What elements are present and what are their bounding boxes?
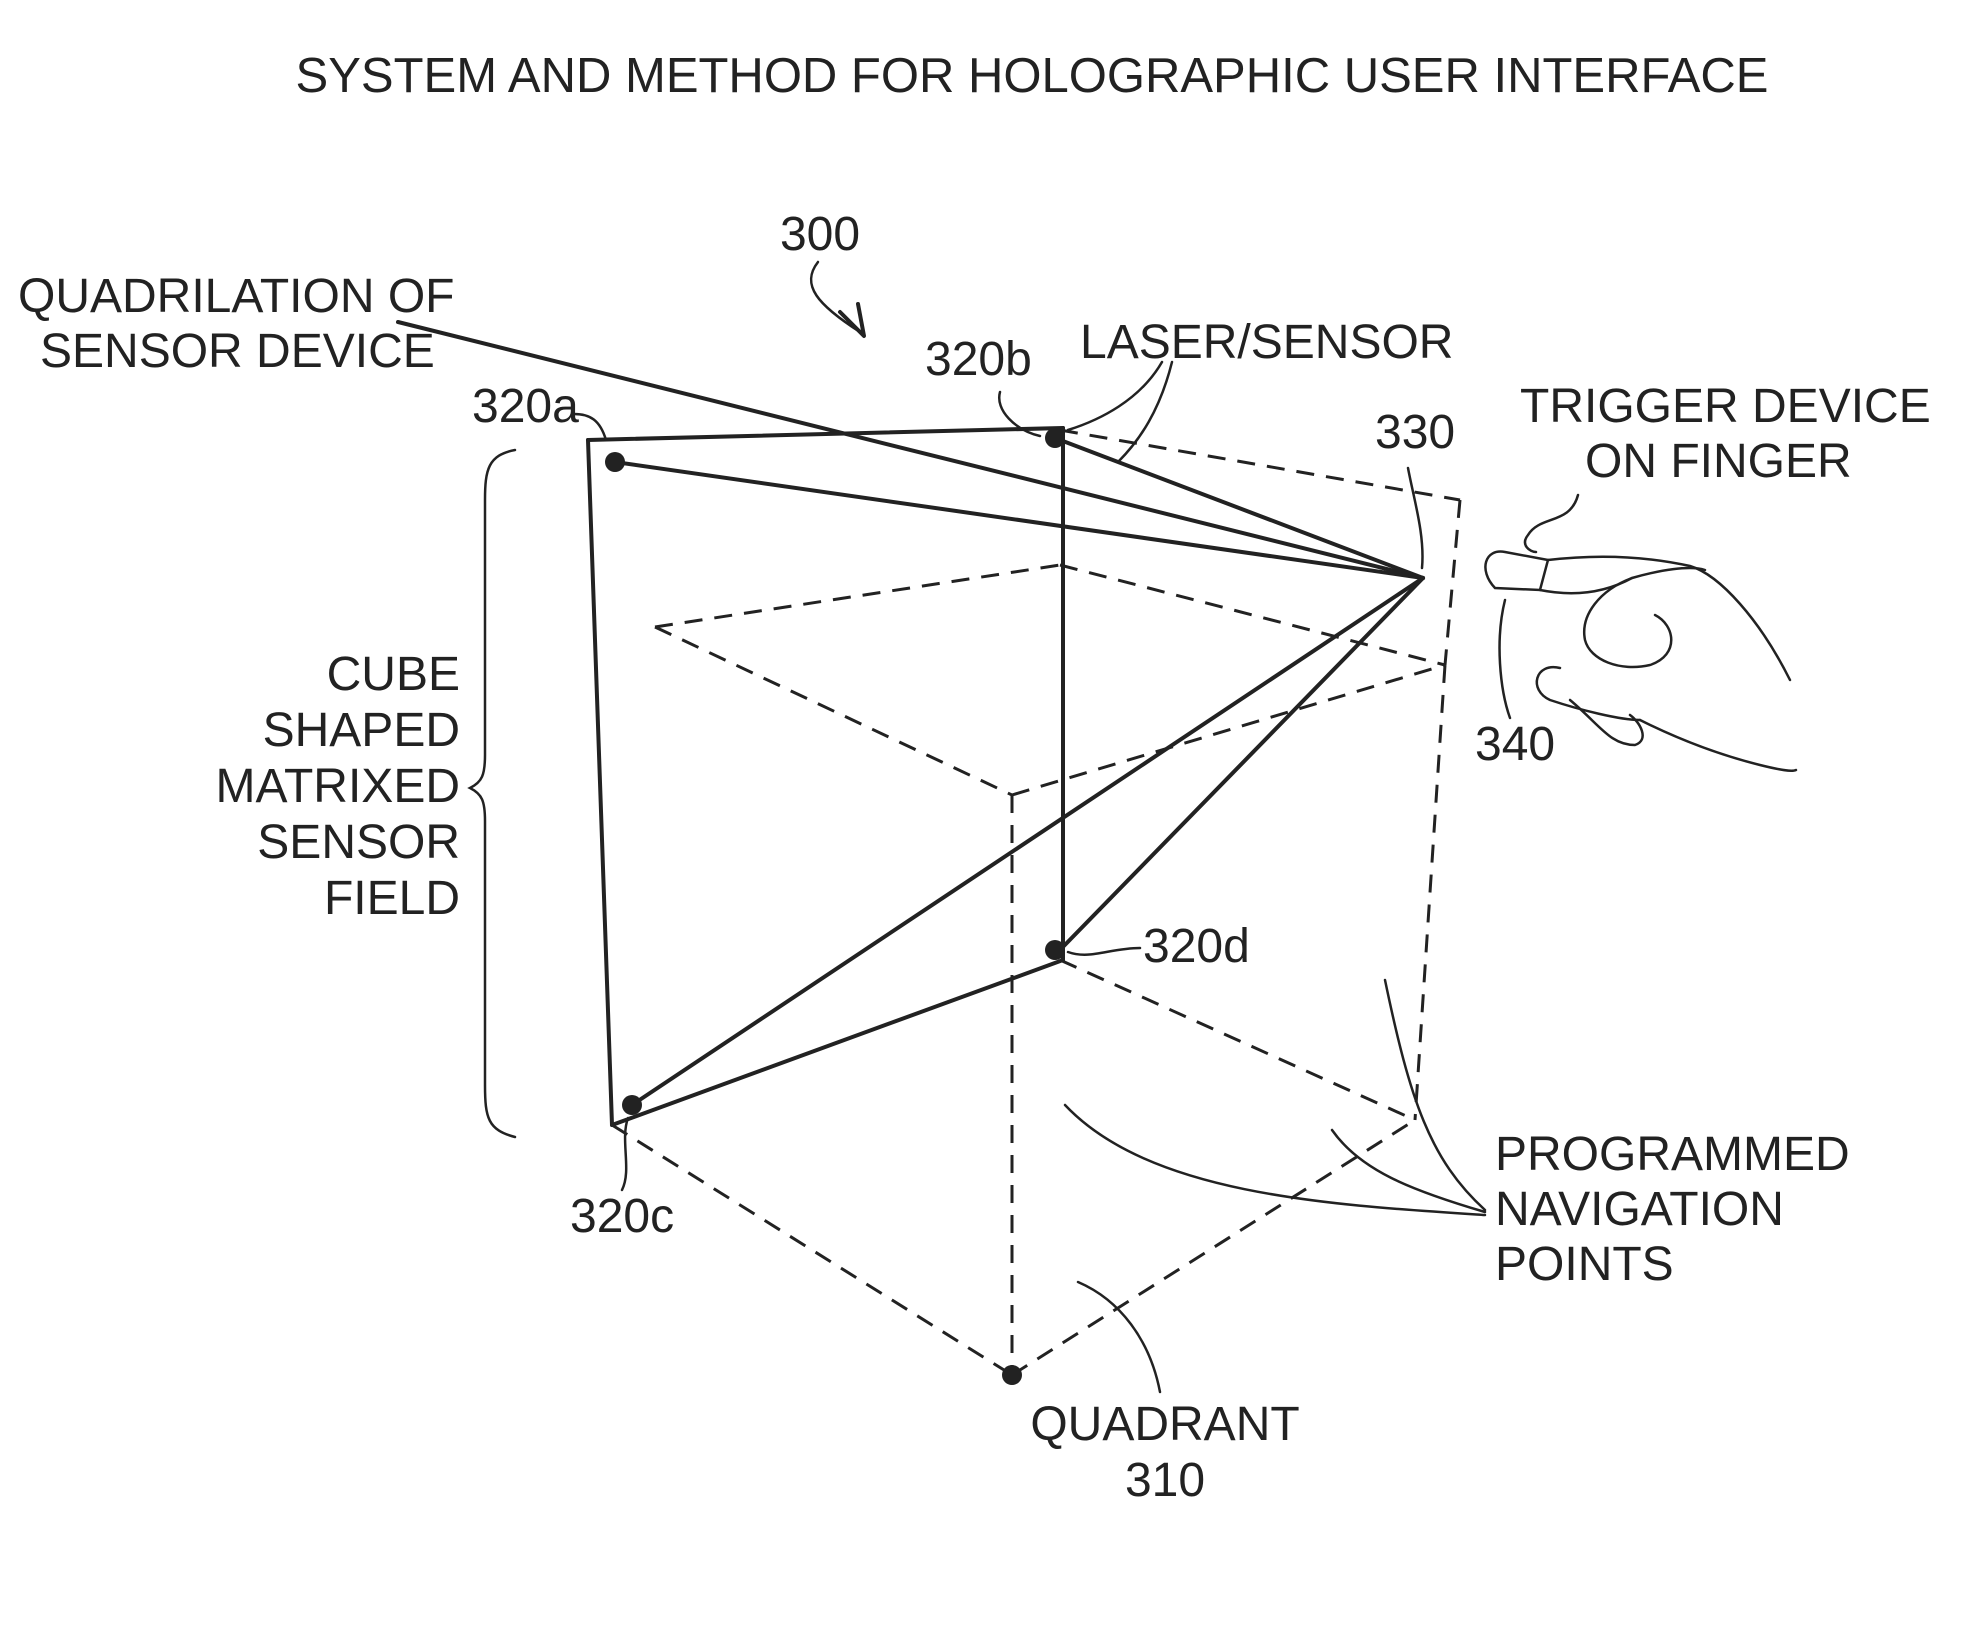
ref-320a-leader — [574, 414, 606, 440]
ref-300: 300 — [780, 208, 860, 261]
label-programmed-line1: PROGRAMMED — [1495, 1128, 1850, 1181]
label-trigger-line1: TRIGGER DEVICE — [1520, 380, 1931, 433]
sensor-point-320b — [1045, 428, 1065, 448]
programmed-leader-1 — [1385, 980, 1485, 1210]
sensor-point-320d — [1045, 940, 1065, 960]
laser-sensor-leader-1 — [1068, 362, 1162, 430]
ref-320c-leader — [622, 1118, 628, 1190]
label-cube-line1: CUBE — [327, 648, 460, 701]
trigger-leader — [1525, 495, 1578, 552]
ref-300-arrow — [811, 262, 860, 332]
ref-320d-leader — [1068, 948, 1140, 955]
ref-320b: 320b — [925, 333, 1032, 386]
label-quadrant-line1: QUADRANT — [1030, 1398, 1299, 1451]
label-quadrant-line2: 310 — [1125, 1454, 1205, 1507]
ref-330-leader — [1408, 468, 1423, 568]
dashed-cube — [612, 430, 1460, 1375]
figure-title: SYSTEM AND METHOD FOR HOLOGRAPHIC USER I… — [296, 49, 1769, 103]
ref-340-leader — [1500, 600, 1510, 718]
ref-330: 330 — [1375, 406, 1455, 459]
label-programmed-line3: POINTS — [1495, 1238, 1674, 1291]
label-cube-line4: SENSOR — [257, 816, 460, 869]
label-cube-line5: FIELD — [324, 872, 460, 925]
label-trigger-line2: ON FINGER — [1585, 435, 1852, 488]
quadrant-point — [1002, 1365, 1022, 1385]
ref-320a: 320a — [472, 380, 579, 433]
sensor-point-320a — [605, 452, 625, 472]
cube-field-brace — [470, 450, 515, 1137]
label-programmed-line2: NAVIGATION — [1495, 1183, 1784, 1236]
label-quadrilation-line2: SENSOR DEVICE — [40, 325, 435, 378]
programmed-leader-2 — [1332, 1130, 1485, 1212]
programmed-leader-3 — [1065, 1105, 1485, 1215]
label-laser-sensor: LASER/SENSOR — [1080, 316, 1453, 369]
label-cube-line3: MATRIXED — [216, 760, 460, 813]
sensor-point-320c — [622, 1095, 642, 1115]
ref-320c: 320c — [570, 1190, 674, 1243]
quadrant-leader — [1078, 1282, 1160, 1392]
ref-320d: 320d — [1143, 920, 1250, 973]
solid-frame — [588, 428, 1423, 1125]
ref-340: 340 — [1475, 718, 1555, 771]
label-cube-line2: SHAPED — [263, 704, 460, 757]
label-quadrilation-line1: QUADRILATION OF — [18, 270, 454, 323]
